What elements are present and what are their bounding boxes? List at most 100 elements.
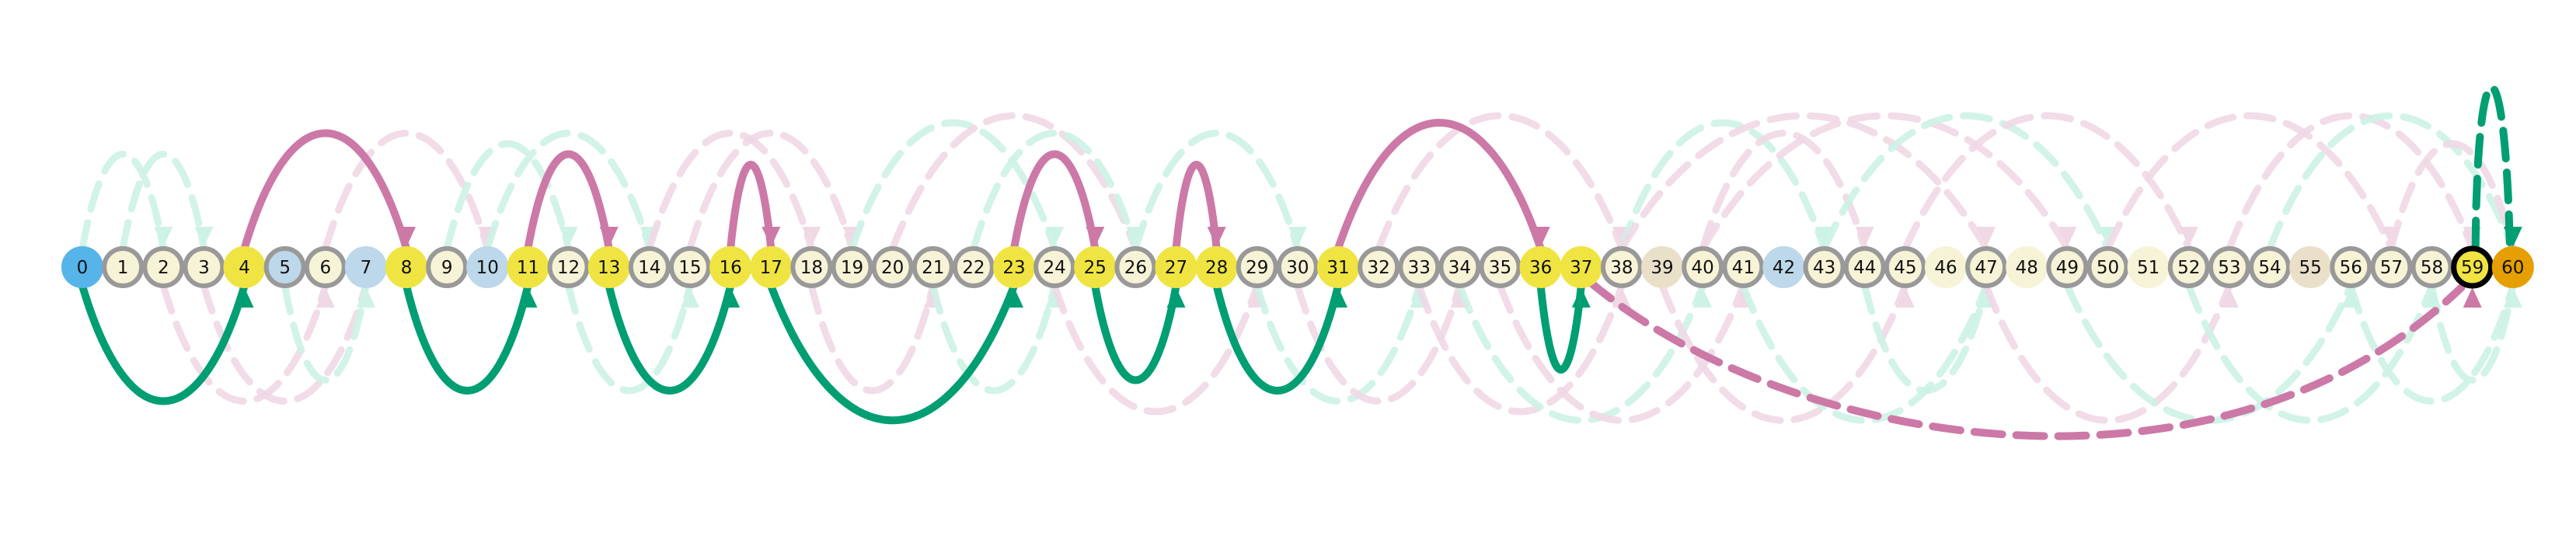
node-label-38: 38 — [1610, 258, 1633, 278]
node-53: 53 — [2208, 246, 2250, 288]
faint-edge-35-41 — [1497, 282, 1747, 424]
node-12: 12 — [547, 246, 590, 288]
node-34: 34 — [1438, 246, 1481, 288]
node-circle-53 — [2208, 246, 2250, 288]
node-22: 22 — [952, 246, 995, 288]
faint-edge-54-60 — [2266, 112, 2517, 252]
node-8: 8 — [385, 246, 428, 288]
node-1: 1 — [102, 246, 145, 288]
node-label-56: 56 — [2340, 258, 2362, 278]
node-circle-10 — [466, 246, 509, 288]
node-38: 38 — [1600, 246, 1643, 288]
node-circle-34 — [1438, 246, 1481, 288]
faint-edge-2-6 — [159, 282, 329, 405]
node-circle-44 — [1843, 246, 1886, 288]
node-5: 5 — [263, 246, 306, 288]
path-edge-13-16 — [605, 282, 735, 395]
faint-edge-56-60 — [2347, 282, 2517, 405]
node-label-6: 6 — [319, 258, 331, 278]
node-label-12: 12 — [557, 258, 580, 278]
faint-arrowhead-14-18 — [802, 227, 821, 247]
node-label-33: 33 — [1408, 258, 1431, 278]
node-label-25: 25 — [1084, 258, 1107, 278]
node-label-53: 53 — [2218, 258, 2240, 278]
node-label-52: 52 — [2177, 258, 2200, 278]
node-label-23: 23 — [1002, 258, 1025, 278]
faint-edge-45-52 — [1901, 112, 2193, 252]
path-edge-28-31 — [1212, 282, 1343, 395]
node-circle-49 — [2046, 246, 2089, 288]
node-49: 49 — [2046, 246, 2089, 288]
faint-edge-41-47 — [1739, 282, 1990, 424]
node-23: 23 — [992, 246, 1035, 288]
node-circle-32 — [1358, 246, 1400, 288]
node-26: 26 — [1114, 246, 1157, 288]
path-arrowhead-11-13 — [599, 227, 619, 247]
node-circle-45 — [1884, 246, 1926, 288]
node-14: 14 — [628, 246, 671, 288]
node-3: 3 — [183, 246, 225, 288]
node-label-8: 8 — [401, 258, 413, 278]
node-4: 4 — [223, 246, 266, 288]
node-circle-56 — [2330, 246, 2372, 288]
node-label-58: 58 — [2421, 258, 2443, 278]
node-label-16: 16 — [719, 258, 741, 278]
node-50: 50 — [2086, 246, 2129, 288]
path-edge-37-59 — [1584, 277, 2466, 440]
node-circle-51 — [2127, 246, 2170, 288]
node-54: 54 — [2249, 246, 2292, 288]
node-label-51: 51 — [2137, 258, 2159, 278]
path-edge-25-27 — [1091, 282, 1180, 384]
node-46: 46 — [1924, 246, 1967, 288]
node-40: 40 — [1682, 246, 1724, 288]
node-33: 33 — [1398, 246, 1441, 288]
node-label-4: 4 — [239, 258, 250, 278]
node-circle-37 — [1560, 246, 1602, 288]
node-circle-52 — [2167, 246, 2210, 288]
node-circle-18 — [790, 246, 833, 288]
path-arrowhead-13-16 — [721, 287, 741, 308]
node-35: 35 — [1479, 246, 1522, 288]
faint-arrowhead-33-38 — [1612, 287, 1631, 308]
node-circle-22 — [952, 246, 995, 288]
node-circle-27 — [1155, 246, 1197, 288]
node-label-55: 55 — [2299, 258, 2322, 278]
node-label-0: 0 — [77, 258, 89, 278]
node-9: 9 — [426, 246, 469, 288]
node-label-27: 27 — [1165, 258, 1187, 278]
node-circle-35 — [1479, 246, 1522, 288]
node-label-18: 18 — [800, 258, 823, 278]
node-label-24: 24 — [1043, 258, 1065, 278]
node-label-37: 37 — [1570, 258, 1592, 278]
path-arrowhead-25-27 — [1166, 287, 1186, 308]
faint-edge-43-50 — [1821, 112, 2111, 252]
node-circle-24 — [1034, 246, 1076, 288]
node-7: 7 — [344, 246, 387, 288]
node-label-49: 49 — [2056, 258, 2079, 278]
node-17: 17 — [750, 246, 793, 288]
node-label-35: 35 — [1489, 258, 1511, 278]
faint-edge-38-43 — [1618, 119, 1828, 252]
node-circle-55 — [2289, 246, 2332, 288]
node-label-46: 46 — [1934, 258, 1957, 278]
path-edge-17-23 — [767, 282, 1018, 425]
node-label-30: 30 — [1286, 258, 1309, 278]
faint-edge-50-57 — [2104, 112, 2395, 252]
node-label-28: 28 — [1205, 258, 1228, 278]
node-6: 6 — [304, 246, 347, 288]
node-39: 39 — [1641, 246, 1684, 288]
node-circle-6 — [304, 246, 347, 288]
node-circle-40 — [1682, 246, 1724, 288]
node-20: 20 — [871, 246, 914, 288]
node-label-7: 7 — [361, 258, 372, 278]
node-37: 37 — [1560, 246, 1602, 288]
faint-edge-9-12 — [443, 140, 573, 252]
path-arrowhead-0-4 — [235, 287, 254, 308]
faint-edge-44-47 — [1861, 282, 1990, 395]
node-circle-17 — [750, 246, 793, 288]
faint-edge-47-53 — [1982, 282, 2233, 424]
node-circle-43 — [1803, 246, 1846, 288]
node-10: 10 — [466, 246, 509, 288]
faint-edge-40-44 — [1699, 130, 1869, 252]
node-45: 45 — [1884, 246, 1926, 288]
